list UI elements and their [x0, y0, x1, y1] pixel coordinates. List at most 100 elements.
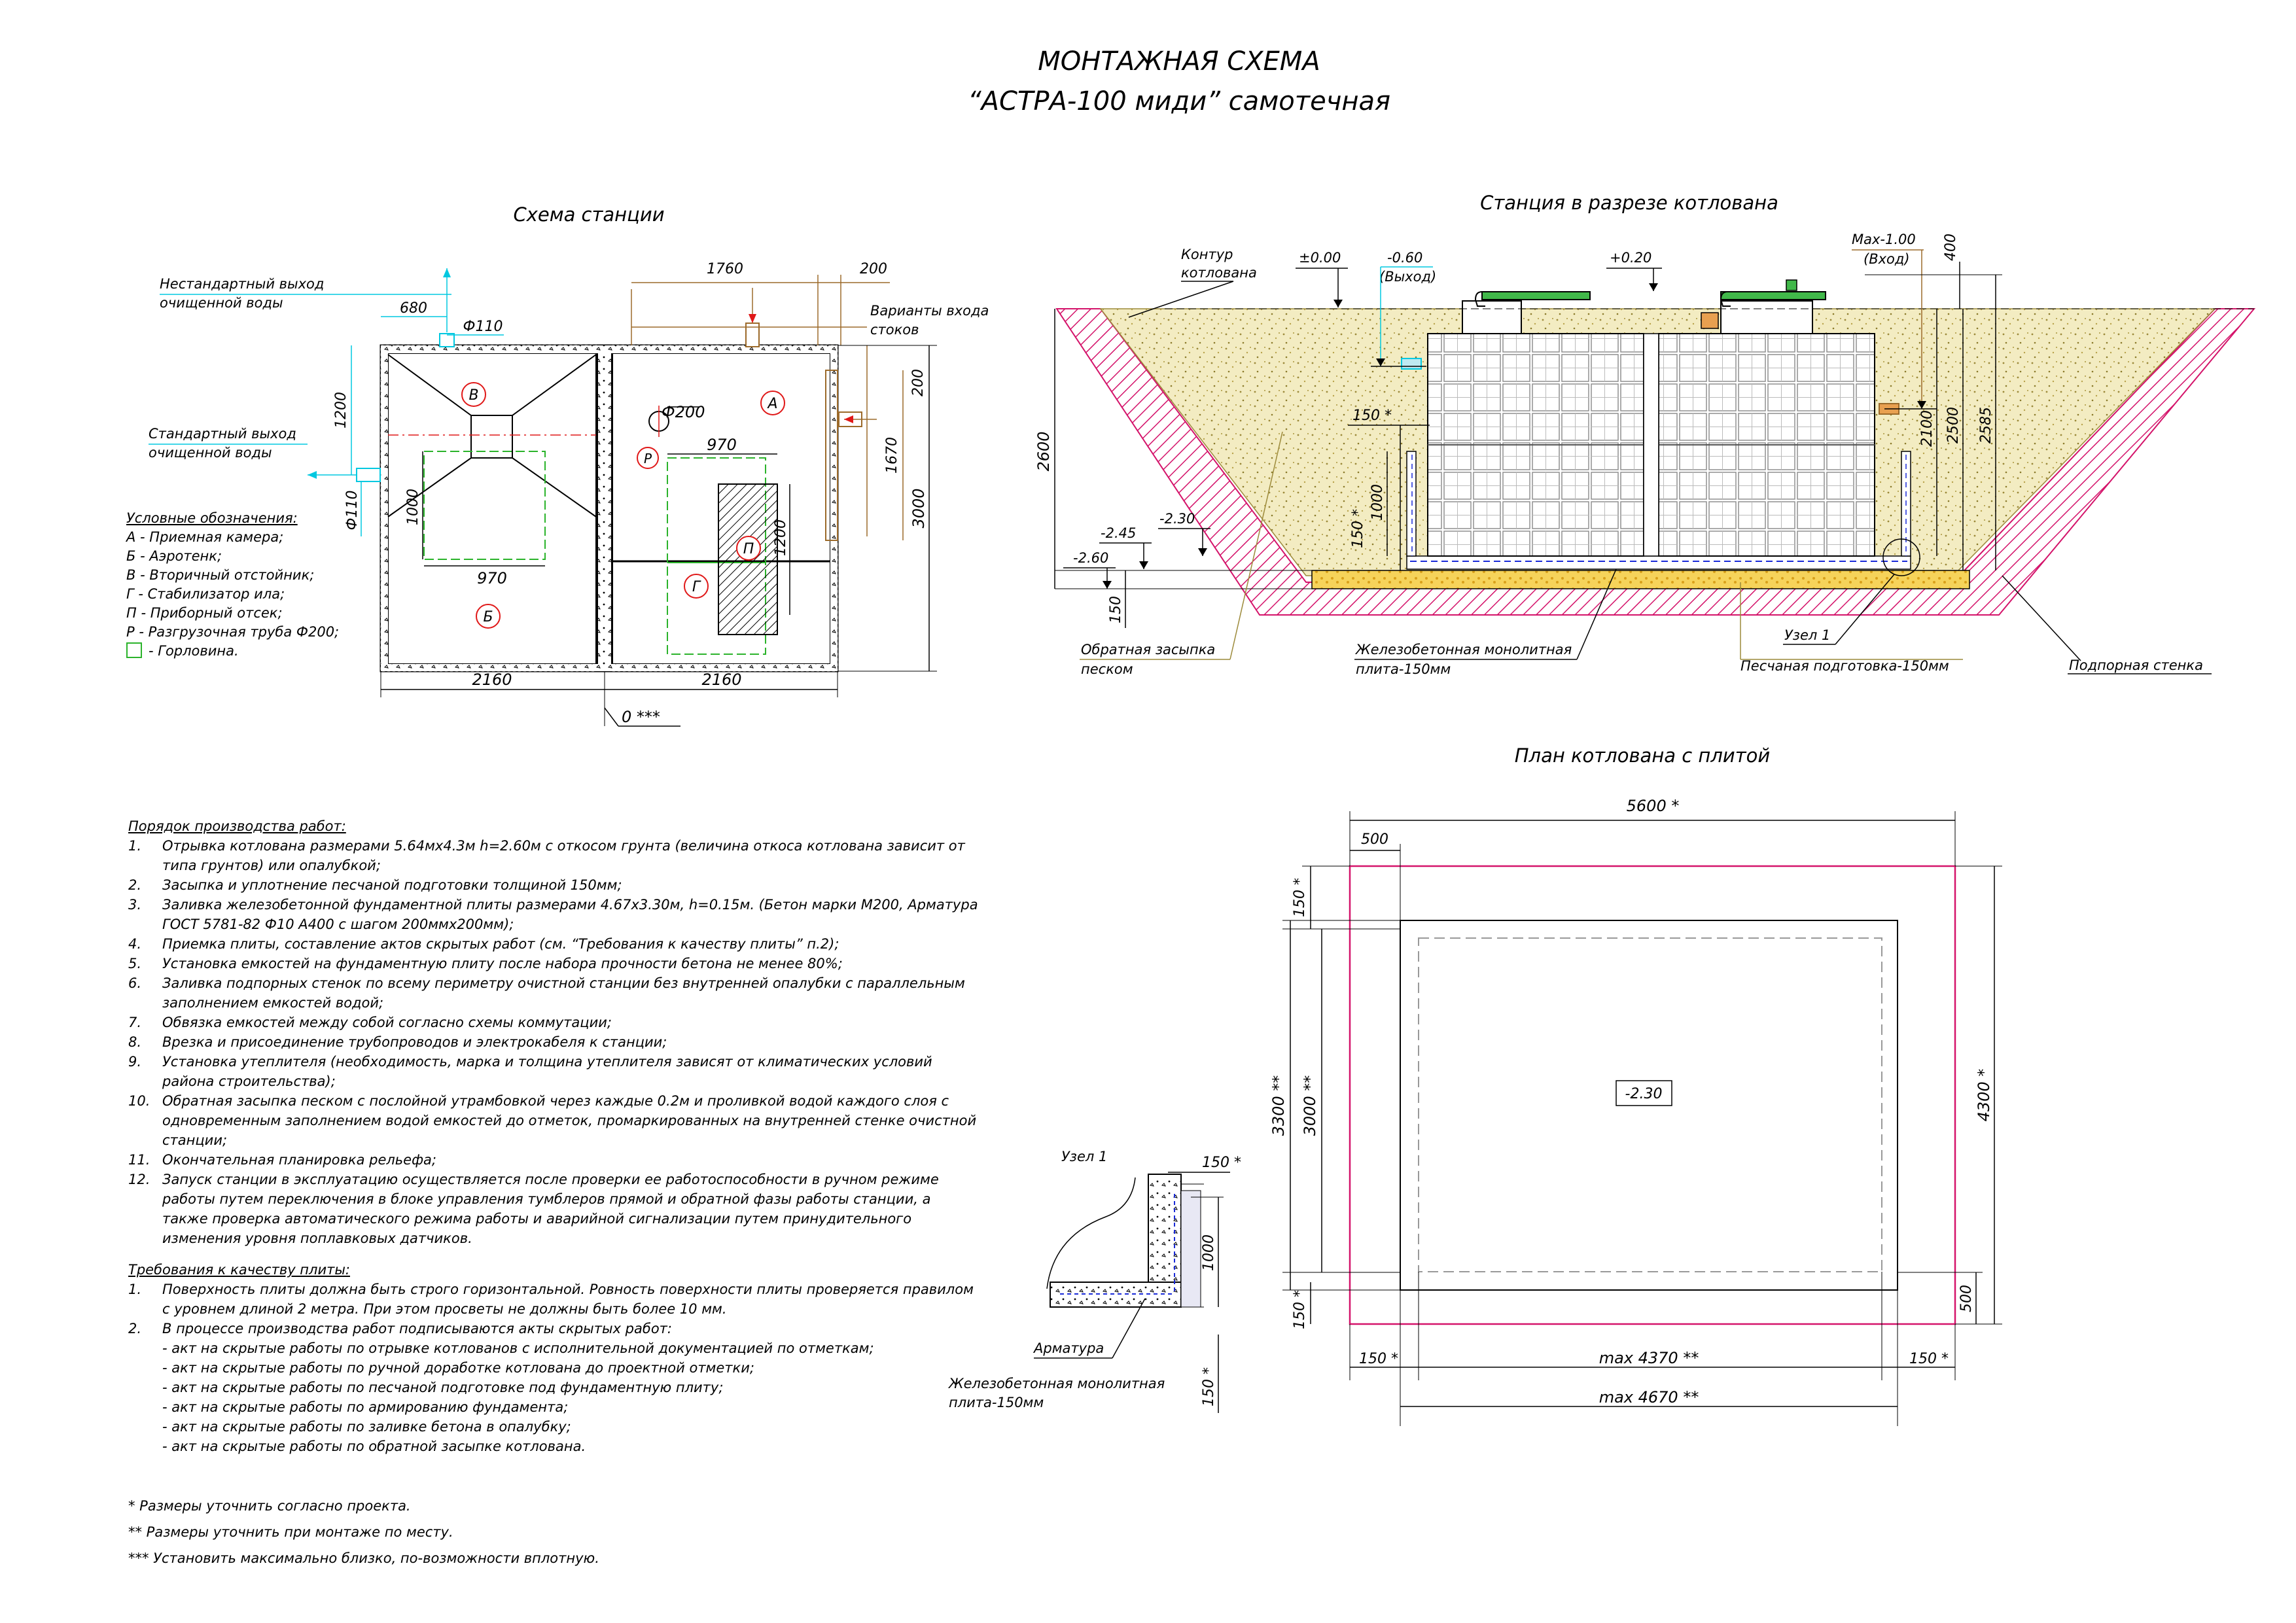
svg-text:970: 970 [707, 436, 737, 454]
works-item: 7.Обвязка емкостей между собой согласно … [128, 1015, 612, 1030]
middle-wall [597, 345, 612, 672]
neck-b [423, 451, 546, 560]
svg-text:Ф110: Ф110 [344, 491, 361, 531]
svg-text:Ф200: Ф200 [662, 403, 705, 421]
svg-text:max 4370 **: max 4370 ** [1599, 1349, 1699, 1367]
svg-text:150: 150 [1108, 596, 1124, 623]
svg-text:150 *: 150 * [1202, 1155, 1241, 1171]
marker-a: А [760, 391, 785, 415]
svg-text:Железобетонная монолитная: Железобетонная монолитная [947, 1376, 1165, 1391]
svg-text:Арматура: Арматура [1033, 1340, 1104, 1356]
section-title: Станция в разрезе котлована [1480, 192, 1778, 214]
works-item: 9.Установка утеплителя (необходимость, м… [128, 1054, 932, 1089]
svg-text:Р: Р [644, 451, 652, 466]
station-footprint [1418, 937, 1882, 1272]
svg-text:150 *: 150 * [1909, 1351, 1949, 1367]
sand-bed [1311, 570, 1970, 589]
footnote: ** Размеры уточнить при монтаже по месту… [128, 1524, 453, 1540]
svg-text:150 *: 150 * [1352, 408, 1392, 424]
pit-plan-title: План котлована с плитой [1515, 744, 1771, 767]
work-notes: Порядок производства работ: 1.Отрывка ко… [128, 816, 979, 1456]
marker-p: П [736, 536, 761, 561]
svg-text:Узел 1: Узел 1 [1784, 627, 1830, 643]
quality-act: - акт на скрытые работы по отрывке котло… [162, 1340, 874, 1356]
svg-text:Max-1.00: Max-1.00 [1852, 232, 1916, 247]
svg-text:max 4670 **: max 4670 ** [1599, 1388, 1699, 1406]
works-item: 6.Заливка подпорных стенок по всему пери… [128, 975, 965, 1011]
section-callouts: Обратная засыпка песком Железобетонная м… [1080, 431, 2212, 677]
svg-text:Железобетонная монолитная: Железобетонная монолитная [1354, 642, 1572, 657]
svg-text:плита-150мм: плита-150мм [949, 1395, 1044, 1410]
node-wall-lining [1180, 1190, 1201, 1308]
svg-text:(Выход): (Выход) [1379, 269, 1436, 285]
svg-text:Обратная засыпка: Обратная засыпка [1081, 642, 1215, 657]
works-heading: Порядок производства работ: [128, 818, 346, 834]
title-line-2: “АСТРА-100 миди” самотечная [968, 86, 1390, 116]
svg-text:1000: 1000 [1369, 484, 1386, 521]
svg-text:±0.00: ±0.00 [1299, 250, 1341, 266]
svg-text:-2.60: -2.60 [1073, 550, 1108, 566]
legend-item: Б - Аэротенк; [126, 548, 222, 564]
svg-text:Г: Г [692, 579, 701, 595]
svg-text:2160: 2160 [701, 671, 741, 689]
legend-item: В - Вторичный отстойник; [126, 567, 315, 583]
svg-text:400: 400 [1943, 234, 1959, 261]
quality-item: 1.Поверхность плиты должна быть строго г… [128, 1282, 974, 1317]
svg-text:Ф110: Ф110 [463, 319, 503, 335]
lid-left [1481, 291, 1591, 300]
quality-act: - акт на скрытые работы по обратной засы… [162, 1439, 586, 1454]
svg-text:Нестандартный выход: Нестандартный выход [160, 276, 324, 292]
svg-text:Песчаная подготовка-150мм: Песчаная подготовка-150мм [1740, 658, 1949, 674]
legend-item: А - Приемная камера; [126, 529, 284, 545]
svg-text:2100: 2100 [1919, 410, 1935, 447]
svg-text:1760: 1760 [707, 261, 743, 277]
works-item: 11.Окончательная планировка рельефа; [128, 1152, 436, 1168]
title-line-1: МОНТАЖНАЯ СХЕМА [1038, 46, 1320, 77]
nonstandard-outlet-pipe [439, 333, 455, 347]
footnotes: * Размеры уточнить согласно проекта. ** … [128, 1493, 599, 1571]
svg-text:1200: 1200 [773, 519, 789, 556]
svg-text:0 ***: 0 *** [622, 708, 660, 726]
svg-text:500: 500 [1361, 831, 1388, 848]
svg-text:500: 500 [1958, 1285, 1975, 1312]
legend: Условные обозначения: А - Приемная камер… [126, 509, 339, 661]
svg-text:3000 **: 3000 ** [1301, 1075, 1319, 1136]
quality-act: - акт на скрытые работы по заливке бетон… [162, 1419, 571, 1435]
section-outlet-pipe [1401, 358, 1422, 370]
svg-text:-2.30: -2.30 [1625, 1086, 1663, 1102]
svg-text:Б: Б [483, 609, 493, 625]
svg-text:970: 970 [477, 569, 507, 587]
works-item: 3.Заливка железобетонной фундаментной пл… [128, 897, 978, 932]
svg-text:очищенной воды: очищенной воды [149, 445, 272, 461]
svg-text:150 *: 150 * [1292, 878, 1308, 917]
standard-outlet-callout: Стандартный выход очищенной воды 1200 Ф1… [149, 345, 362, 536]
svg-text:Узел 1: Узел 1 [1061, 1149, 1107, 1164]
svg-text:150 *: 150 * [1350, 509, 1366, 548]
node-slab [1050, 1282, 1182, 1308]
quality-item: 2.В процессе производства работ подписыв… [128, 1321, 672, 1336]
marker-r: Р [637, 447, 659, 469]
svg-text:песком: песком [1081, 661, 1133, 677]
works-item: 2.Засыпка и уплотнение песчаной подготов… [128, 877, 622, 893]
works-item: 1.Отрывка котлована размерами 5.64мх4.3м… [128, 838, 965, 873]
footnote: *** Установить максимально близко, по-во… [128, 1550, 599, 1566]
svg-text:150 *: 150 * [1201, 1367, 1217, 1406]
svg-text:котлована: котлована [1181, 265, 1257, 281]
pit-section: Станция в разрезе котлована [1034, 192, 2256, 677]
svg-text:4300 *: 4300 * [1975, 1069, 1993, 1122]
svg-text:3000: 3000 [910, 488, 928, 528]
svg-text:2585: 2585 [1978, 407, 1994, 444]
svg-text:В: В [468, 387, 478, 404]
legend-heading: Условные обозначения: [126, 510, 298, 526]
svg-text:Контур: Контур [1181, 247, 1233, 262]
svg-text:150 *: 150 * [1292, 1290, 1308, 1329]
svg-text:стоков: стоков [870, 322, 919, 338]
works-item: 10.Обратная засыпка песком с послойной у… [128, 1093, 977, 1148]
svg-text:150 *: 150 * [1359, 1351, 1398, 1367]
svg-text:Варианты входа: Варианты входа [870, 303, 989, 319]
svg-text:Подпорная стенка: Подпорная стенка [2069, 657, 2203, 673]
svg-text:1670: 1670 [884, 437, 900, 474]
slab-outline [1400, 920, 1898, 1291]
svg-text:200: 200 [860, 261, 887, 277]
plan-dimensions: 5600 * 500 150 * 3300 ** 3000 ** 150 * 4… [1269, 797, 2002, 1426]
